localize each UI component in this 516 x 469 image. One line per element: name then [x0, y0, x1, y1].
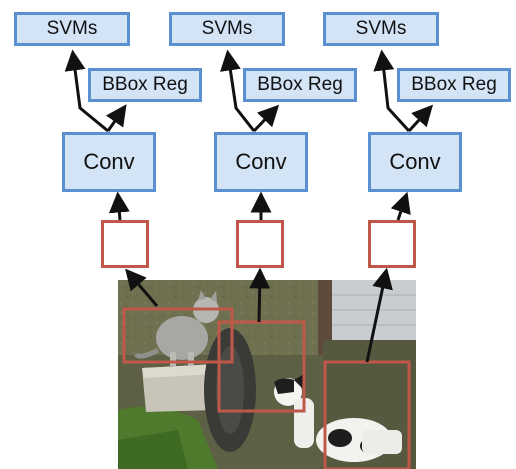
warped-region-2 [236, 220, 284, 268]
conv-box-2: Conv [214, 132, 308, 192]
arrow-conv-to-bbox-2 [252, 104, 280, 133]
warped-region-3 [368, 220, 416, 268]
bbox-reg-box-2: BBox Reg [243, 68, 357, 102]
svm-box-3: SVMs [323, 12, 439, 46]
region-proposal-cat [122, 307, 234, 364]
bbox-reg-box-1: BBox Reg [88, 68, 202, 102]
conv-box-3: Conv [368, 132, 462, 192]
bbox-reg-box-3: BBox Reg [397, 68, 511, 102]
svm-box-2: SVMs [169, 12, 285, 46]
arrow-warp-to-conv-1 [108, 191, 130, 221]
arrow-region-to-warp-1 [125, 268, 159, 307]
input-photo [118, 280, 416, 469]
conv-box-1: Conv [62, 132, 156, 192]
arrow-conv-to-svm-1 [64, 49, 109, 133]
region-proposal-tire [217, 320, 306, 413]
warped-region-1 [101, 220, 149, 268]
arrow-warp-to-conv-3 [390, 191, 411, 221]
cat [156, 316, 208, 360]
svm-box-1: SVMs [14, 12, 130, 46]
arrow-conv-to-bbox-1 [105, 104, 127, 132]
arrow-conv-to-svm-2 [220, 49, 256, 132]
arrow-region-to-warp-2 [249, 267, 271, 323]
arrow-conv-to-svm-3 [373, 49, 411, 133]
arrow-region-to-warp-3 [365, 267, 393, 363]
arrow-conv-to-bbox-3 [407, 104, 434, 133]
